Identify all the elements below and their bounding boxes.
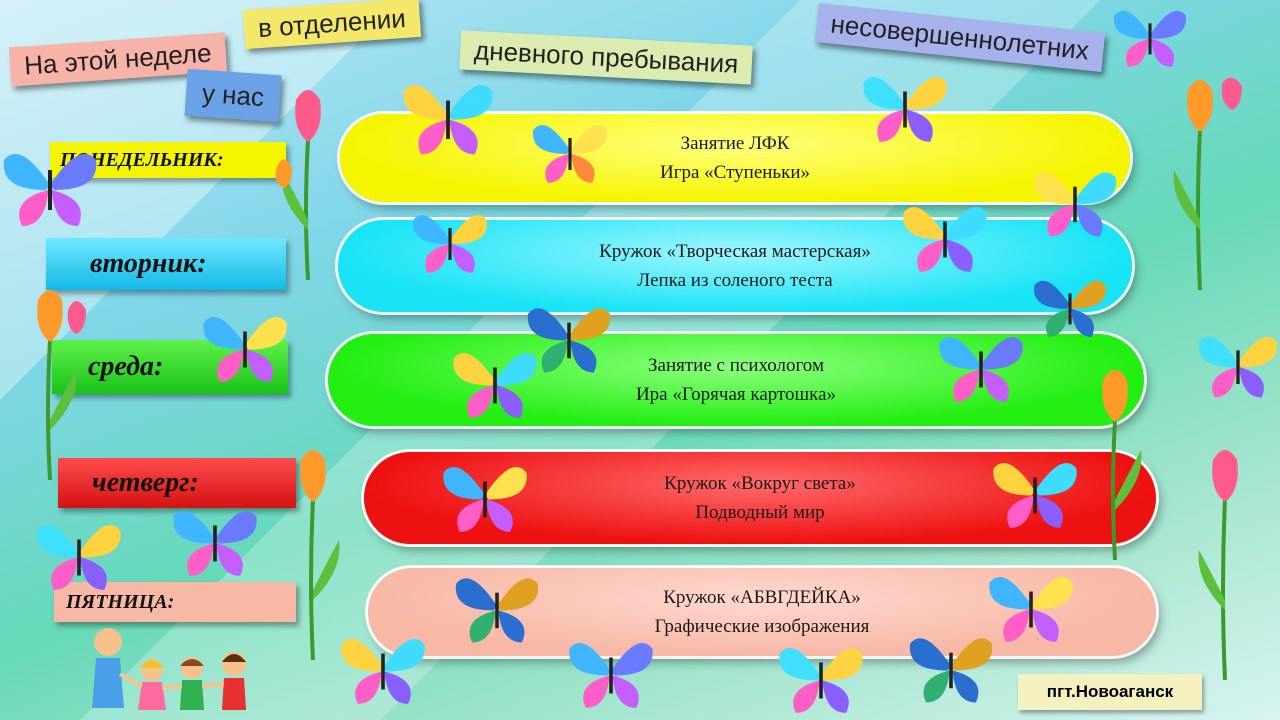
butterfly-icon: [903, 206, 987, 272]
butterfly-icon: [1199, 336, 1277, 398]
tulip-icon: [1173, 77, 1242, 290]
children-group-icon: [92, 628, 246, 710]
butterfly-icon: [939, 336, 1023, 402]
tulip-icon: [1102, 370, 1142, 560]
tulip-icon: [1198, 450, 1238, 680]
butterfly-icon: [37, 524, 121, 590]
butterfly-icon: [403, 85, 493, 155]
butterfly-icon: [989, 576, 1073, 642]
butterfly-icon: [993, 462, 1077, 528]
activity-wednesday-line1: Занятие с психологом: [648, 355, 824, 376]
butterfly-icon: [532, 125, 608, 183]
activity-thursday-line2: Подводный мир: [695, 502, 825, 523]
butterfly-icon: [779, 647, 863, 713]
butterfly-icon: [341, 638, 425, 704]
tulip-icon: [275, 90, 321, 280]
butterfly-icon: [909, 638, 993, 703]
butterfly-icon: [569, 642, 653, 708]
activity-thursday-line1: Кружок «Вокруг света»: [664, 473, 856, 494]
activity-tuesday-line1: Кружок «Творческая мастерская»: [599, 241, 871, 262]
activity-monday: Занятие ЛФК Игра «Ступеньки»: [340, 114, 1130, 202]
tulip-icon: [300, 450, 340, 660]
activity-wednesday-line2: Ира «Горячая картошка»: [635, 384, 837, 405]
town-label: пгт.Новоаганск: [1018, 674, 1202, 710]
day-label-thursday: четверг:: [58, 458, 296, 508]
day-label-friday: ПЯТНИЦА:: [54, 582, 296, 622]
butterfly-icon: [3, 153, 97, 226]
butterfly-icon: [1033, 172, 1117, 237]
tulip-icon: [37, 290, 86, 480]
activity-friday-line1: Кружок «АБВГДЕЙКА»: [663, 587, 861, 608]
activity-friday-line2: Графические изображения: [654, 616, 870, 637]
butterfly-icon: [1113, 10, 1187, 67]
butterfly-icon: [203, 316, 287, 382]
butterfly-icon: [453, 352, 537, 418]
activity-tuesday-line2: Лепка из соленого теста: [637, 270, 833, 291]
activity-monday-line2: Игра «Ступеньки»: [659, 162, 810, 183]
butterfly-icon: [455, 578, 539, 643]
butterfly-icon: [1033, 280, 1107, 337]
butterfly-icon: [443, 466, 527, 532]
header-tile-3: у нас: [184, 68, 282, 123]
activity-monday-line1: Занятие ЛФК: [680, 133, 790, 154]
butterfly-icon: [863, 76, 947, 142]
butterfly-icon: [527, 308, 611, 373]
butterfly-icon: [173, 510, 257, 576]
butterfly-icon: [412, 215, 488, 273]
day-label-tuesday: вторник:: [46, 238, 286, 290]
